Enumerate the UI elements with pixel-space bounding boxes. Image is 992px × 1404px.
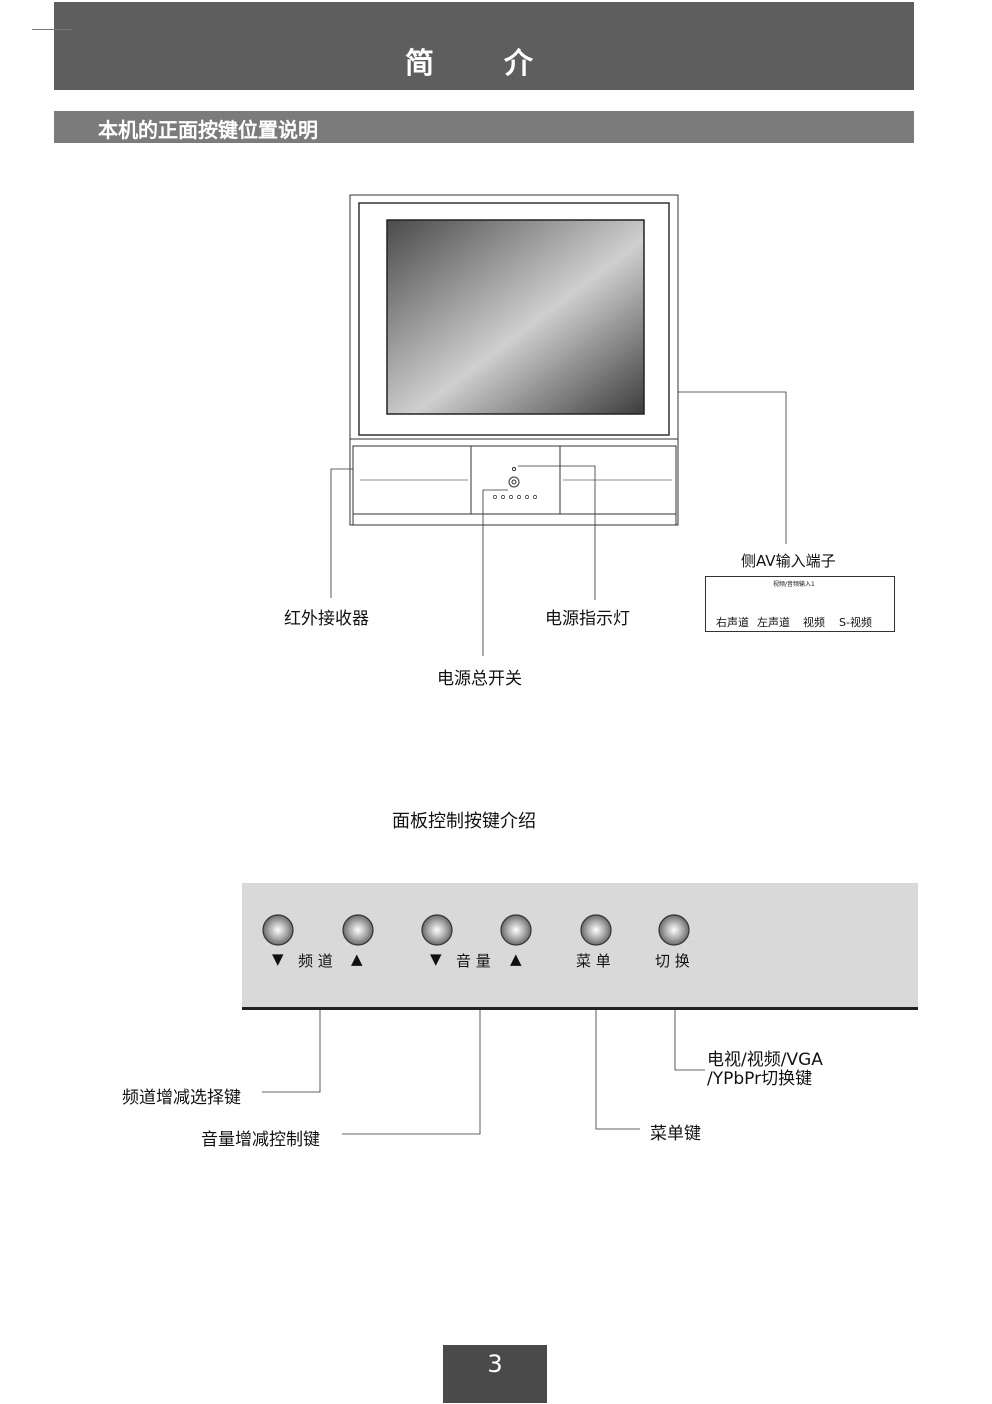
side-port-s-video: S-视频 bbox=[839, 616, 872, 629]
section-heading: 本机的正面按键位置说明 bbox=[98, 118, 318, 142]
switch-callout-line2: /YPbPr切换键 bbox=[707, 1069, 813, 1089]
page-number: 3 bbox=[487, 1350, 503, 1378]
volume-down-button bbox=[421, 914, 453, 946]
front-mini-buttons bbox=[493, 495, 537, 499]
volume-callout: 音量增减控制键 bbox=[201, 1130, 320, 1150]
page-number-box bbox=[443, 1345, 547, 1403]
panel-buttons bbox=[262, 914, 690, 946]
side-port-left-audio: 左声道 bbox=[757, 616, 790, 629]
channel-up-symbol: ▲ bbox=[351, 950, 363, 968]
power-indicator-label: 电源指示灯 bbox=[545, 609, 630, 629]
volume-up-button bbox=[500, 914, 532, 946]
tv-screen bbox=[386, 219, 645, 415]
side-port-right-audio: 右声道 bbox=[716, 616, 749, 629]
side-av-panel bbox=[705, 576, 895, 632]
channel-down-button bbox=[262, 914, 294, 946]
menu-label: 菜 单 bbox=[576, 952, 611, 970]
control-panel bbox=[242, 883, 918, 1010]
power-switch-icon bbox=[508, 476, 520, 488]
page-title: 简 介 bbox=[404, 46, 564, 80]
channel-down-symbol: ▼ bbox=[272, 950, 284, 968]
section-bar bbox=[54, 111, 914, 143]
side-av-sub-label: 视频/音频输入1 bbox=[773, 581, 815, 588]
volume-down-symbol: ▼ bbox=[430, 950, 442, 968]
side-av-label: 侧AV输入端子 bbox=[741, 552, 836, 570]
volume-label: 音 量 bbox=[456, 952, 491, 970]
channel-label: 频 道 bbox=[298, 952, 333, 970]
switch-callout-line1: 电视/视频/VGA bbox=[707, 1050, 823, 1070]
volume-up-symbol: ▲ bbox=[510, 950, 522, 968]
menu-callout: 菜单键 bbox=[650, 1124, 701, 1144]
power-switch-label: 电源总开关 bbox=[437, 669, 522, 689]
channel-up-button bbox=[342, 914, 374, 946]
channel-callout: 频道增减选择键 bbox=[122, 1088, 241, 1108]
tv-bezel bbox=[358, 202, 670, 436]
title-bar bbox=[54, 2, 914, 90]
switch-label: 切 换 bbox=[655, 952, 690, 970]
panel-heading: 面板控制按键介绍 bbox=[392, 811, 536, 832]
menu-button bbox=[580, 914, 612, 946]
ir-receiver-label: 红外接收器 bbox=[284, 609, 369, 629]
crop-mark bbox=[32, 29, 72, 30]
indicator-led-icon bbox=[511, 466, 517, 472]
switch-button bbox=[658, 914, 690, 946]
side-port-video: 视频 bbox=[803, 616, 825, 629]
